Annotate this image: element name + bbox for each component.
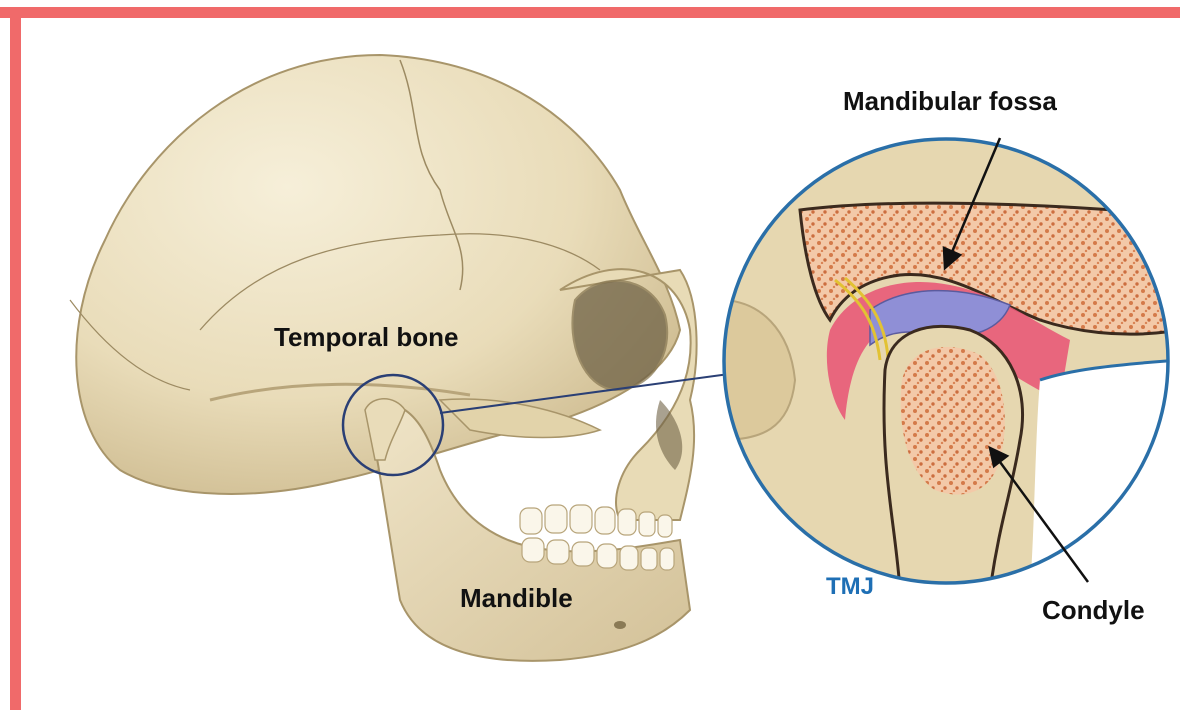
label-condyle: Condyle — [1042, 595, 1145, 626]
label-mandibular-fossa: Mandibular fossa — [843, 86, 1057, 117]
label-temporal-bone: Temporal bone — [274, 322, 458, 353]
label-tmj: TMJ — [826, 573, 874, 601]
tmj-detail-view — [720, 139, 1180, 590]
label-mandible: Mandible — [460, 583, 573, 614]
